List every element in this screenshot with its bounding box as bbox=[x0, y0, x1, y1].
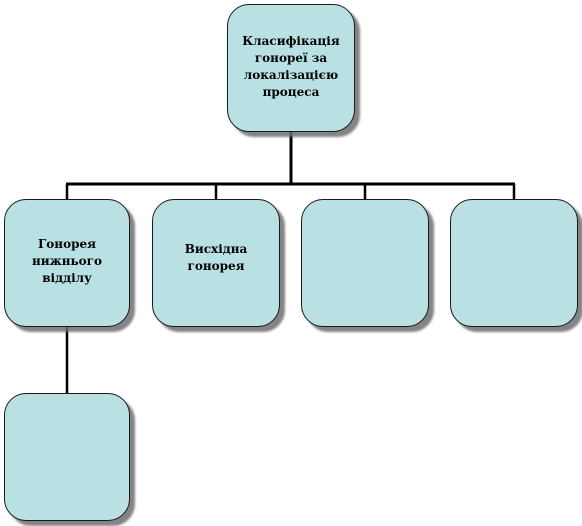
grandchild-node-1 bbox=[4, 393, 130, 521]
root-node: Класифікація гонореї за локалізацією про… bbox=[227, 4, 355, 132]
child-node-4 bbox=[450, 199, 578, 327]
child-node-1-label: Гонорея нижнього відділу bbox=[31, 237, 103, 285]
child-node-2-label: Висхідна гонорея bbox=[184, 242, 248, 273]
child-node-2: Висхідна гонорея bbox=[152, 199, 280, 327]
root-node-label: Класифікація гонореї за локалізацією про… bbox=[242, 34, 340, 99]
child-node-3 bbox=[301, 199, 429, 327]
child-node-1: Гонорея нижнього відділу bbox=[4, 199, 130, 327]
